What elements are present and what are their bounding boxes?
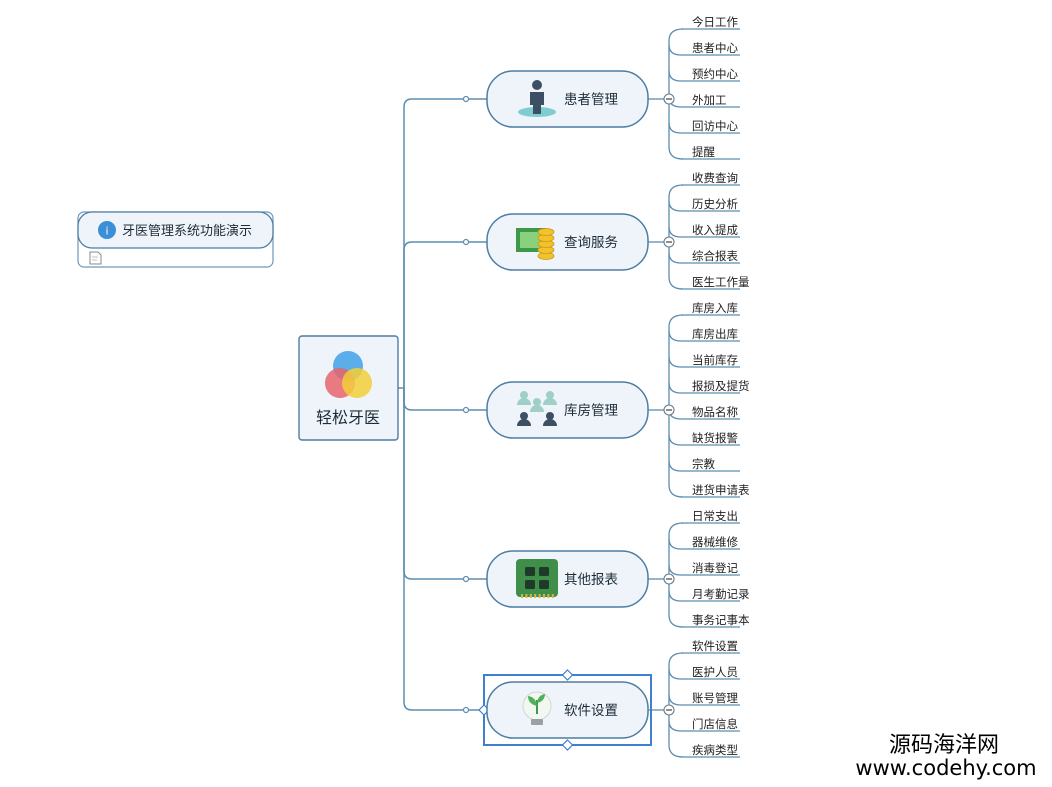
info-icon-glyph: i [105,225,108,238]
leaf-node[interactable]: 物品名称 [681,405,740,420]
leaf-node[interactable]: 软件设置 [681,639,740,654]
leaf-label: 提醒 [692,145,715,159]
leaf-label: 门店信息 [692,717,738,731]
watermark-line1: 源码海洋网 [889,733,999,758]
selection-frame[interactable] [478,669,652,751]
branch-node[interactable]: 查询服务 [486,213,649,271]
collapse-button[interactable] [663,573,675,585]
leaf-node[interactable]: 预约中心 [681,67,740,82]
leaf-node[interactable]: 月考勤记录 [681,587,750,602]
watermark-line2: www.codehy.com [855,756,1036,780]
connectors [398,28,684,758]
leaf-label: 历史分析 [692,197,738,211]
leaf-node[interactable]: 收入提成 [681,223,740,238]
collapse-button[interactable] [663,404,675,416]
leaf-label: 消毒登记 [692,561,738,575]
leaf-label: 外加工 [692,93,727,107]
leaf-node[interactable]: 收费查询 [681,171,740,186]
person-icon [518,80,556,117]
leaf-label: 器械维修 [692,535,738,549]
leaf-node[interactable]: 疾病类型 [681,743,740,758]
leaf-node[interactable]: 库房入库 [681,301,740,316]
leaf-node[interactable]: 外加工 [681,93,740,108]
note-node[interactable]: i 牙医管理系统功能演示 [77,211,274,268]
leaf-node[interactable]: 器械维修 [681,535,740,550]
collapse-button[interactable] [663,704,675,716]
leaf-node[interactable]: 患者中心 [681,41,740,56]
leaf-label: 事务记事本 [692,613,750,627]
leaf-node[interactable]: 综合报表 [681,249,740,264]
money-coins-icon [516,228,555,260]
leaf-node[interactable]: 消毒登记 [681,561,740,576]
leaf-label: 账号管理 [692,691,738,705]
leaf-node[interactable]: 宗教 [681,457,740,472]
leaf-label: 医生工作量 [692,275,750,289]
branch-label: 查询服务 [564,235,618,251]
people-group-icon [517,391,557,426]
leaf-node[interactable]: 历史分析 [681,197,740,212]
venn-icon [325,351,372,398]
leaf-node[interactable]: 回访中心 [681,119,740,134]
bulb-plant-icon [522,691,552,725]
leaf-label: 预约中心 [692,67,738,81]
leaf-node[interactable]: 进货申请表 [681,483,750,498]
branch-label: 软件设置 [564,703,618,719]
leaf-label: 收入提成 [692,223,738,237]
leaf-node[interactable]: 当前库存 [681,353,740,368]
leaf-node[interactable]: 日常支出 [681,509,740,524]
leaf-label: 综合报表 [692,249,738,263]
branch-label: 患者管理 [564,92,618,108]
leaf-label: 库房出库 [692,327,738,341]
leaf-label: 软件设置 [692,639,738,653]
collapse-button[interactable] [663,93,675,105]
leaf-label: 患者中心 [692,41,738,55]
branch-label: 库房管理 [564,403,618,419]
leaf-label: 缺货报警 [692,431,738,445]
leaf-label: 月考勤记录 [692,587,750,601]
leaf-node[interactable]: 账号管理 [681,691,740,706]
root-label: 轻松牙医 [316,408,380,427]
circuit-board-icon [516,559,558,598]
note-attachment-icon[interactable] [89,251,102,265]
leaf-label: 当前库存 [692,353,738,367]
watermark: 源码海洋网 www.codehy.com [855,733,1036,780]
resize-handle[interactable] [561,669,574,681]
leaf-label: 宗教 [692,457,715,471]
leaf-label: 收费查询 [692,171,738,185]
note-title: 牙医管理系统功能演示 [122,223,252,239]
leaf-label: 疾病类型 [692,743,738,757]
leaf-label: 进货申请表 [692,483,750,497]
leaf-label: 医护人员 [692,665,738,679]
leaf-label: 报损及提货 [692,379,750,393]
leaf-label: 回访中心 [692,119,738,133]
leaf-node[interactable]: 医护人员 [681,665,740,680]
leaf-node[interactable]: 报损及提货 [681,379,750,394]
leaf-label: 今日工作 [692,15,738,29]
branch-node[interactable]: 患者管理 [486,70,649,128]
leaf-node[interactable]: 提醒 [681,145,740,160]
leaf-node[interactable]: 库房出库 [681,327,740,342]
branch-label: 其他报表 [564,572,618,588]
root-node[interactable]: 轻松牙医 [298,335,399,441]
info-icon [98,221,116,239]
leaf-node[interactable]: 医生工作量 [681,275,750,290]
branch-node[interactable]: 库房管理 [486,381,649,439]
leaf-nodes: 今日工作患者中心预约中心外加工回访中心提醒收费查询历史分析收入提成综合报表医生工… [681,15,750,758]
leaf-node[interactable]: 事务记事本 [681,613,750,628]
leaf-node[interactable]: 今日工作 [681,15,740,30]
leaf-label: 库房入库 [692,301,738,315]
resize-handle[interactable] [561,739,574,751]
leaf-node[interactable]: 缺货报警 [681,431,740,446]
collapse-button[interactable] [663,236,675,248]
leaf-label: 物品名称 [692,405,738,419]
branch-node[interactable]: 其他报表 [486,550,649,608]
branch-node[interactable]: 软件设置 [478,669,652,751]
leaf-label: 日常支出 [692,509,738,523]
leaf-node[interactable]: 门店信息 [681,717,740,732]
